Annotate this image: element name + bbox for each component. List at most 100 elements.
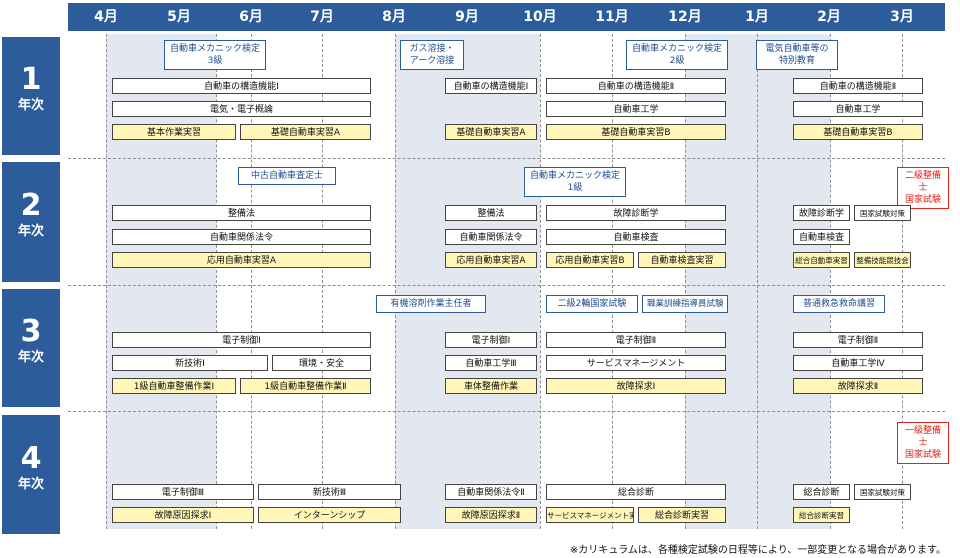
year-2-label: 2 年次 [2,162,60,282]
course-box: 整備法 [112,205,371,221]
course-box: 基礎自動車実習A [240,124,371,140]
grid-line [685,34,686,529]
grid-line [612,34,613,529]
month-label: 4月 [94,9,118,25]
course-box: 総合診断実習 [638,507,726,523]
course-box: 故障診断学 [546,205,726,221]
course-box: 1級自動車整備作業Ⅱ [240,378,371,394]
exam-mechanic-2: 自動車メカニック検定 2級 [626,40,728,70]
year-number: 2 [20,188,42,223]
month-header-bar [68,3,945,31]
course-box: 自動車の構造機能Ⅱ [546,78,726,94]
course-box: 電子制御Ⅱ [546,332,726,348]
year-4-label: 4 年次 [2,415,60,534]
course-box: 自動車の構造機能Ⅰ [445,78,537,94]
course-box: 整備法 [445,205,537,221]
course-box: 総合診断 [793,484,850,500]
grid-line [902,34,903,529]
course-box: 基礎自動車実習B [546,124,726,140]
grid-line [106,34,107,529]
year-suffix: 年次 [17,350,44,365]
course-box: 総合自動車実習 [793,252,850,268]
year-separator [68,411,945,412]
month-label: 2月 [817,9,841,25]
exam-mechanic-1: 自動車メカニック検定 1級 [524,167,626,197]
course-box: 自動車工学 [546,101,726,117]
course-box: 新技術Ⅲ [258,484,401,500]
course-box: 自動車検査 [793,229,850,245]
month-shade [395,34,540,529]
grid-line [322,34,323,529]
month-label: 9月 [455,9,479,25]
course-box: 自動車関係法令 [445,229,537,245]
year-number: 4 [20,441,42,476]
exam-ev-training: 電気自動車等の 特別教育 [756,40,838,70]
course-box: 故障探求Ⅰ [546,378,726,394]
exam-mechanic-3: 自動車メカニック検定 3級 [164,40,266,70]
course-box: 自動車工学 [793,101,923,117]
course-box: 新技術Ⅰ [112,355,268,371]
course-box: 自動車工学Ⅲ [445,355,537,371]
course-box: 故障探求Ⅱ [793,378,923,394]
footnote: ※カリキュラムは、各種検定試験の日程等により、一部変更となる場合があります。 [569,545,946,556]
year-separator [68,158,945,159]
exam-motorcycle-grade2: 二級2輪国家試験 [546,295,638,313]
course-box: 国家試験対策 [854,484,911,500]
grid-line [830,34,831,529]
course-box: 自動車工学Ⅳ [793,355,923,371]
course-box: 総合診断実習 [793,507,850,523]
course-box: 応用自動車実習A [112,252,371,268]
course-box: 環境・安全 [272,355,371,371]
exam-vocational-instructor: 職業訓練指導員試験 [642,295,728,313]
course-box: 自動車の構造機能Ⅰ [112,78,371,94]
course-box: 故障原因探求Ⅰ [112,507,254,523]
course-box: 自動車関係法令 [112,229,371,245]
grid-line [251,34,252,529]
exam-first-aid: 普通救急救命講習 [793,295,885,313]
month-label: 1月 [745,9,769,25]
course-box: 自動車検査 [546,229,726,245]
course-box: サービスマネージメント実習 [546,507,634,523]
course-box: 電子制御Ⅱ [793,332,923,348]
course-box: 自動車関係法令Ⅱ [445,484,537,500]
grid-line [216,34,217,529]
course-box: 応用自動車実習A [445,252,537,268]
month-label: 12月 [668,9,702,25]
grid-line [395,34,396,529]
exam-organic-solvent: 有機溶剤作業主任者 [376,295,486,313]
month-label: 8月 [382,9,406,25]
course-box: 総合診断 [546,484,726,500]
course-box: 1級自動車整備作業Ⅰ [112,378,236,394]
course-box: 故障原因探求Ⅱ [445,507,537,523]
course-box: 自動車の構造機能Ⅱ [793,78,923,94]
month-label: 5月 [167,9,191,25]
grid-line [757,34,758,529]
course-box: 国家試験対策 [854,205,911,221]
course-box: サービスマネージメント [546,355,726,371]
course-box: 応用自動車実習B [546,252,634,268]
course-box: 電気・電子概論 [112,101,371,117]
course-box: 電子制御Ⅰ [445,332,537,348]
exam-gas-welding: ガス溶接・ アーク溶接 [400,40,464,70]
year-number: 3 [20,314,42,349]
month-label: 11月 [595,9,629,25]
month-label: 10月 [523,9,557,25]
year-suffix: 年次 [17,224,44,239]
course-box: 基礎自動車実習B [793,124,923,140]
course-box: 基礎自動車実習A [445,124,537,140]
exam-grade2-national: 二級整備士 国家試験 [897,167,949,209]
course-box: 車体整備作業 [445,378,537,394]
grid-line [540,34,541,529]
course-box: 自動車検査実習 [638,252,726,268]
course-box: 故障診断学 [793,205,850,221]
year-1-label: 1 年次 [2,37,60,155]
month-label: 6月 [239,9,263,25]
year-number: 1 [20,62,42,97]
exam-used-car-appraiser: 中古自動車査定士 [238,167,336,185]
course-box: 電子制御Ⅰ [112,332,371,348]
year-3-label: 3 年次 [2,289,60,407]
year-suffix: 年次 [17,98,44,113]
course-box: 基本作業実習 [112,124,236,140]
exam-grade1-national: 一級整備士 国家試験 [897,422,949,464]
month-label: 7月 [310,9,334,25]
